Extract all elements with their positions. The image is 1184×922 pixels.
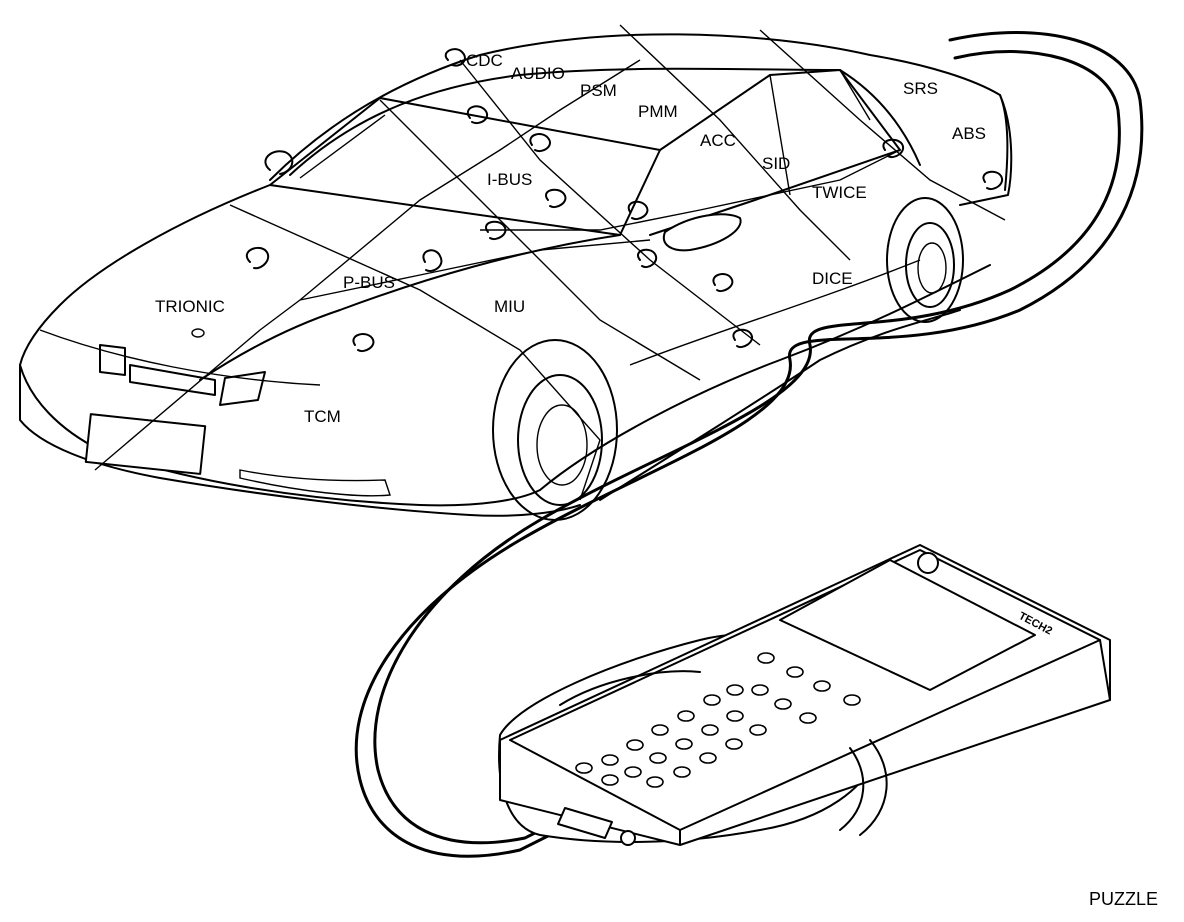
module-label-audio: AUDIO xyxy=(511,64,565,83)
module-label-tcm: TCM xyxy=(304,407,341,426)
module-label-miu: MIU xyxy=(494,297,525,316)
module-label-dice: DICE xyxy=(812,269,853,288)
connection-cable xyxy=(354,31,1144,858)
module-label-pmm: PMM xyxy=(638,102,678,121)
module-label-psm: PSM xyxy=(580,81,617,100)
module-label-trionic: TRIONIC xyxy=(155,297,225,316)
module-label-ibus: I-BUS xyxy=(487,170,532,189)
module-label-acc: ACC xyxy=(700,131,736,150)
puzzle-dividers xyxy=(94,24,1006,501)
module-label-pbus: P-BUS xyxy=(343,273,395,292)
module-label-sid: SID xyxy=(762,154,790,173)
tech2-scan-tool: TECH2 xyxy=(498,544,1111,846)
module-label-cdc: CDC xyxy=(466,51,503,70)
car-outline xyxy=(19,33,1013,521)
module-label-twice: TWICE xyxy=(812,183,867,202)
module-labels: CDC AUDIO PSM PMM SRS ABS ACC I-BUS SID … xyxy=(155,51,986,426)
keypad xyxy=(575,652,861,788)
module-label-srs: SRS xyxy=(903,79,938,98)
diagram-caption: PUZZLE xyxy=(1088,889,1158,909)
module-label-abs: ABS xyxy=(952,124,986,143)
